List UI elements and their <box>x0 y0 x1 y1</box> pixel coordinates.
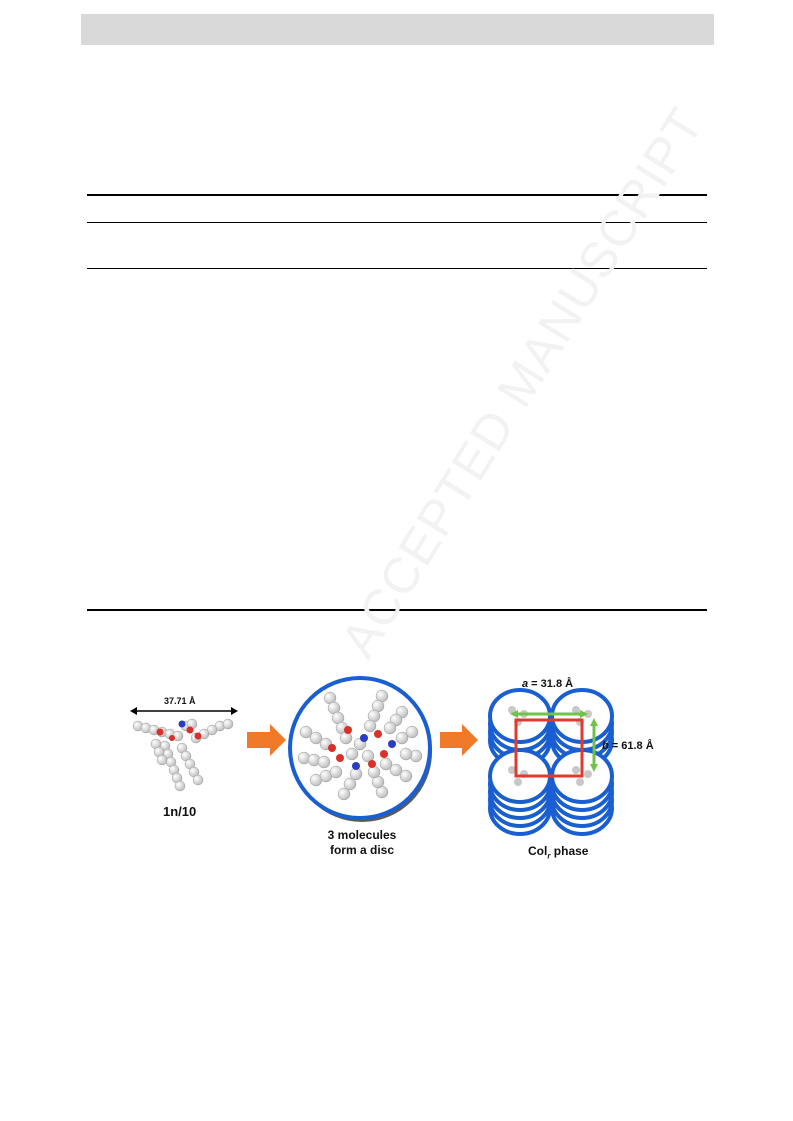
figure-graphic <box>130 676 614 836</box>
disc-caption-line-2: form a disc <box>329 843 395 857</box>
disc-model <box>288 676 432 822</box>
arrow-2 <box>440 724 478 756</box>
table-row-rule <box>87 268 707 269</box>
width-arrow-right-head <box>231 707 238 715</box>
lattice-b-var: b <box>602 740 609 752</box>
width-arrow-left-head <box>130 707 137 715</box>
unit-cell <box>514 718 584 778</box>
table-top-rule <box>87 194 707 196</box>
molecule-label: 1n/10 <box>163 804 197 819</box>
header-bar <box>81 14 714 45</box>
molecule-model <box>130 707 238 792</box>
arrow-1 <box>247 724 286 756</box>
table-header-rule <box>87 222 707 223</box>
disc-caption: 3 molecules form a disc <box>312 828 412 858</box>
lattice-b-label: b = 61.8 Å <box>602 740 654 752</box>
lattice-a-value: = 31.8 Å <box>528 678 574 690</box>
phase-label-main: Col <box>528 844 548 858</box>
column-stacks <box>488 688 614 836</box>
phase-label-suffix: phase <box>550 844 589 858</box>
lattice-b-value: = 61.8 Å <box>608 740 654 752</box>
figure-self-assembly: 37.71 Å 1n/10 3 molecules form a disc a … <box>120 668 680 868</box>
disc-caption-line-1: 3 molecules <box>327 828 397 842</box>
phase-label: Colr phase <box>528 844 588 860</box>
table-bottom-rule <box>87 609 707 611</box>
phase-label-subscript: r <box>547 851 551 861</box>
lattice-a-var: a <box>522 678 529 690</box>
molecule-width-label: 37.71 Å <box>164 696 196 706</box>
lattice-a-label: a = 31.8 Å <box>522 678 573 690</box>
